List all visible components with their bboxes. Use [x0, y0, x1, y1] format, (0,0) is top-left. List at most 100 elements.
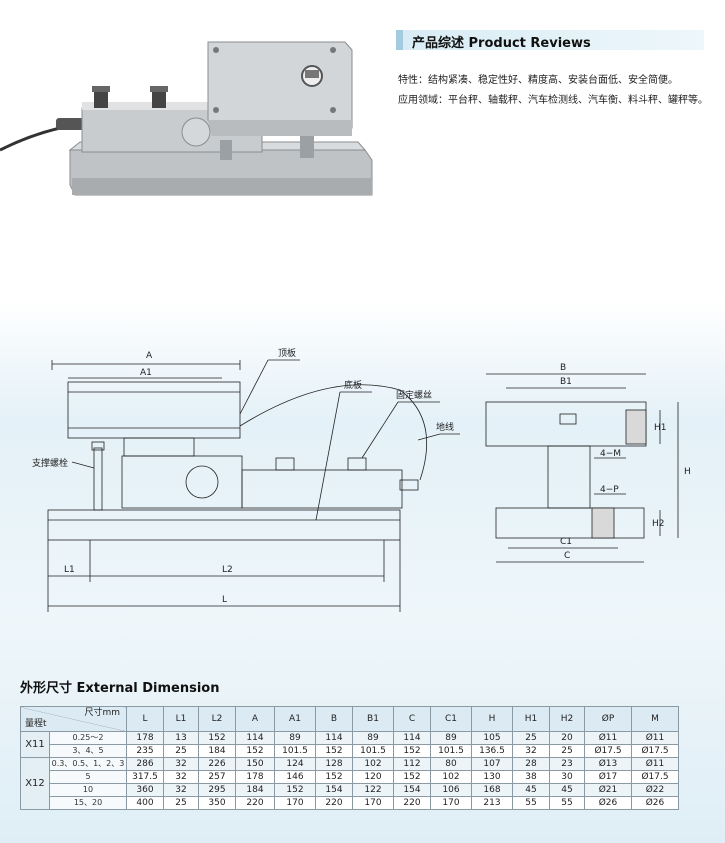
- value-cell: 30: [549, 770, 585, 784]
- dim-b-label: B: [560, 363, 566, 373]
- table-row: X11 0.25～2 178 13 152 114 89 114 89 114 …: [20, 731, 679, 758]
- feature-text: 特性：结构紧凑、稳定性好、精度高、安装台面低、安全简便。: [398, 75, 678, 86]
- value-cell: 80: [430, 757, 472, 771]
- value-cell: 220: [235, 796, 275, 810]
- value-cell: 152: [315, 770, 353, 784]
- value-cell: 89: [430, 731, 472, 745]
- side-base-plate: [495, 507, 645, 539]
- value-cell: 89: [274, 731, 316, 745]
- col-header: L1: [163, 706, 199, 732]
- value-cell: 220: [393, 796, 431, 810]
- dim-h1-label: H1: [654, 423, 667, 433]
- table-title: 外形尺寸 External Dimension: [20, 681, 220, 696]
- value-cell: 178: [126, 731, 164, 745]
- col-header: A1: [274, 706, 316, 732]
- load-ball: [185, 465, 219, 499]
- application-text: 应用领域：平台秤、轴载秤、汽车检测线、汽车衡、料斗秤、罐秤等。: [398, 95, 708, 106]
- value-cell: Ø17: [584, 770, 632, 784]
- value-cell: Ø17.5: [631, 744, 679, 758]
- dim-a-label: A: [146, 351, 153, 361]
- value-cell: 112: [393, 757, 431, 771]
- table-row: 3、4、5 235 25 184 152 101.5 152 101.5 152…: [21, 744, 679, 758]
- value-cell: 101.5: [352, 744, 394, 758]
- value-cell: Ø11: [631, 731, 679, 745]
- model-cell: X11: [20, 731, 50, 758]
- fixing-bolt-label: 固定螺丝: [396, 389, 432, 401]
- value-cell: 360: [126, 783, 164, 797]
- value-cell: Ø26: [584, 796, 632, 810]
- dim-l-label: L: [222, 595, 227, 605]
- value-cell: 25: [549, 744, 585, 758]
- value-cell: 130: [471, 770, 513, 784]
- value-cell: 317.5: [126, 770, 164, 784]
- table-row: 5 317.5 32 257 178 146 152 120 152 102 1…: [21, 770, 679, 784]
- model-cell: X12: [20, 757, 50, 810]
- value-cell: 32: [163, 783, 199, 797]
- col-header: M: [631, 706, 679, 732]
- value-cell: 152: [198, 731, 236, 745]
- dim-p-label: 4−P: [600, 485, 619, 495]
- value-cell: 20: [549, 731, 585, 745]
- bolt-2: [347, 457, 367, 471]
- value-cell: 168: [471, 783, 513, 797]
- value-cell: 25: [512, 731, 550, 745]
- value-cell: 101.5: [430, 744, 472, 758]
- col-header: H: [471, 706, 513, 732]
- col-header: H1: [512, 706, 550, 732]
- value-cell: 25: [163, 796, 199, 810]
- value-cell: 122: [352, 783, 394, 797]
- base-plate-label: 底板: [344, 379, 362, 391]
- value-cell: 55: [549, 796, 585, 810]
- dim-c-label: C: [564, 551, 570, 561]
- value-cell: 114: [315, 731, 353, 745]
- dim-b1-label: B1: [560, 377, 572, 387]
- dimension-table: 尺寸mm 量程t L L1 L2 A A1 B B1 C C1 H H1 H2 …: [20, 706, 679, 810]
- col-header: ØP: [584, 706, 632, 732]
- col-header: B: [315, 706, 353, 732]
- value-cell: 220: [315, 796, 353, 810]
- mount-block: [123, 437, 195, 457]
- value-cell: 170: [430, 796, 472, 810]
- value-cell: 152: [393, 770, 431, 784]
- range-cell: 0.25～2: [49, 731, 127, 745]
- value-cell: 106: [430, 783, 472, 797]
- value-cell: 114: [393, 731, 431, 745]
- base-plate: [47, 509, 401, 541]
- value-cell: 102: [352, 757, 394, 771]
- value-cell: 150: [235, 757, 275, 771]
- dim-c1-label: C1: [560, 537, 572, 547]
- range-cell: 5: [49, 770, 127, 784]
- dim-l1-label: L1: [64, 565, 75, 575]
- value-cell: Ø22: [631, 783, 679, 797]
- value-cell: 257: [198, 770, 236, 784]
- value-cell: Ø11: [631, 757, 679, 771]
- col-header: L2: [198, 706, 236, 732]
- value-cell: 32: [163, 757, 199, 771]
- value-cell: 178: [235, 770, 275, 784]
- value-cell: 235: [126, 744, 164, 758]
- value-cell: 286: [126, 757, 164, 771]
- top-plate-label: 顶板: [278, 347, 296, 359]
- table-row: 15、20 400 25 350 220 170 220 170 220 170…: [21, 796, 679, 810]
- value-cell: 152: [393, 744, 431, 758]
- value-cell: 32: [512, 744, 550, 758]
- value-cell: 55: [512, 796, 550, 810]
- table-row: 10 360 32 295 184 152 154 122 154 106 16…: [21, 783, 679, 797]
- table-row: X12 0.3、0.5、1、2、3 286 32 226 150 124 128…: [20, 757, 679, 810]
- value-cell: 152: [274, 783, 316, 797]
- product-photo: [0, 41, 373, 196]
- dim-h-label: H: [684, 467, 691, 477]
- dim-a1-label: A1: [140, 368, 152, 378]
- header-accent: [396, 30, 403, 50]
- corner-range-label: 量程t: [25, 719, 47, 729]
- value-cell: Ø11: [584, 731, 632, 745]
- support-bolt: [93, 447, 103, 511]
- value-cell: 350: [198, 796, 236, 810]
- value-cell: Ø17.5: [631, 770, 679, 784]
- col-header: H2: [549, 706, 585, 732]
- header-band: [396, 30, 704, 50]
- value-cell: 23: [549, 757, 585, 771]
- dim-l2-label: L2: [222, 565, 233, 575]
- range-cell: 0.3、0.5、1、2、3: [49, 757, 127, 771]
- col-header: L: [126, 706, 164, 732]
